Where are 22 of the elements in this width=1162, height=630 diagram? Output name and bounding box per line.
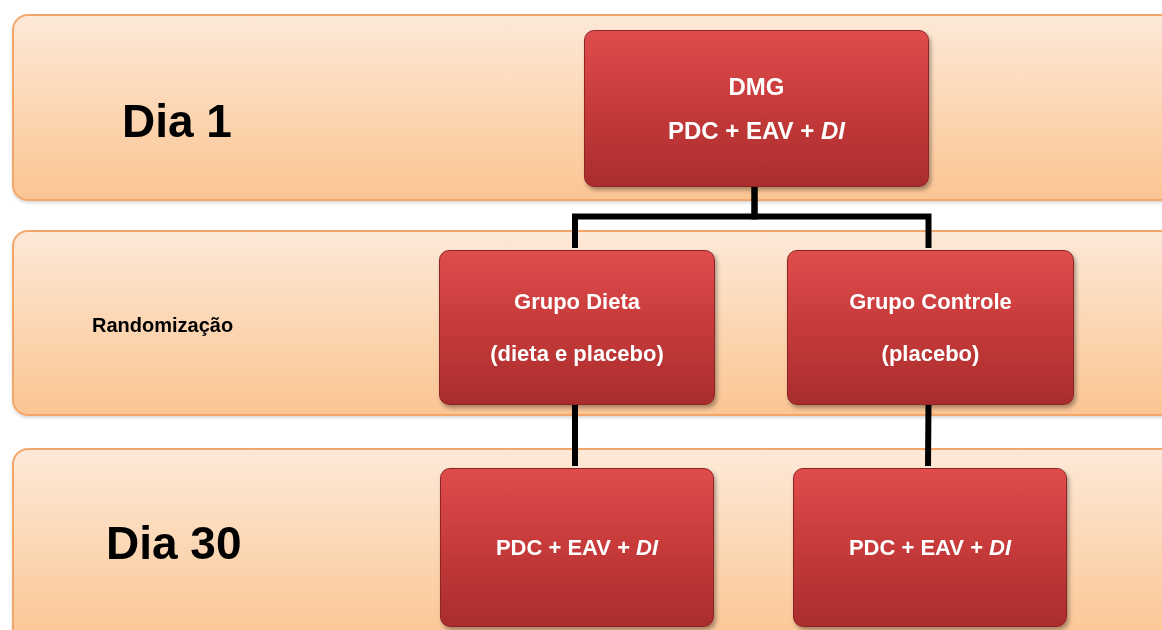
process-box bbox=[793, 468, 1067, 627]
process-box bbox=[439, 250, 715, 405]
connector-line bbox=[572, 403, 578, 466]
connector-line bbox=[925, 402, 932, 467]
box-text: Grupo Controle bbox=[849, 288, 1012, 315]
box-text: PDC + EAV + DI bbox=[848, 534, 1012, 561]
connector-line bbox=[751, 185, 932, 248]
stage-label: Dia 1 bbox=[122, 94, 232, 148]
box-text: DMG bbox=[728, 72, 785, 101]
stage-band bbox=[12, 14, 1162, 201]
stage-label: Dia 30 bbox=[106, 516, 242, 570]
box-text: PDC + EAV + DI bbox=[495, 534, 659, 561]
stage-band bbox=[12, 448, 1162, 630]
stage-band bbox=[12, 230, 1162, 416]
box-text: (dieta e placebo) bbox=[490, 340, 664, 367]
process-box bbox=[440, 468, 714, 627]
box-text: Grupo Dieta bbox=[514, 288, 640, 315]
stage-label: Randomização bbox=[92, 314, 234, 337]
process-box bbox=[584, 30, 929, 187]
box-text: PDC + EAV + DI bbox=[668, 116, 845, 145]
box-text: (placebo) bbox=[881, 340, 980, 367]
process-box bbox=[787, 250, 1074, 405]
